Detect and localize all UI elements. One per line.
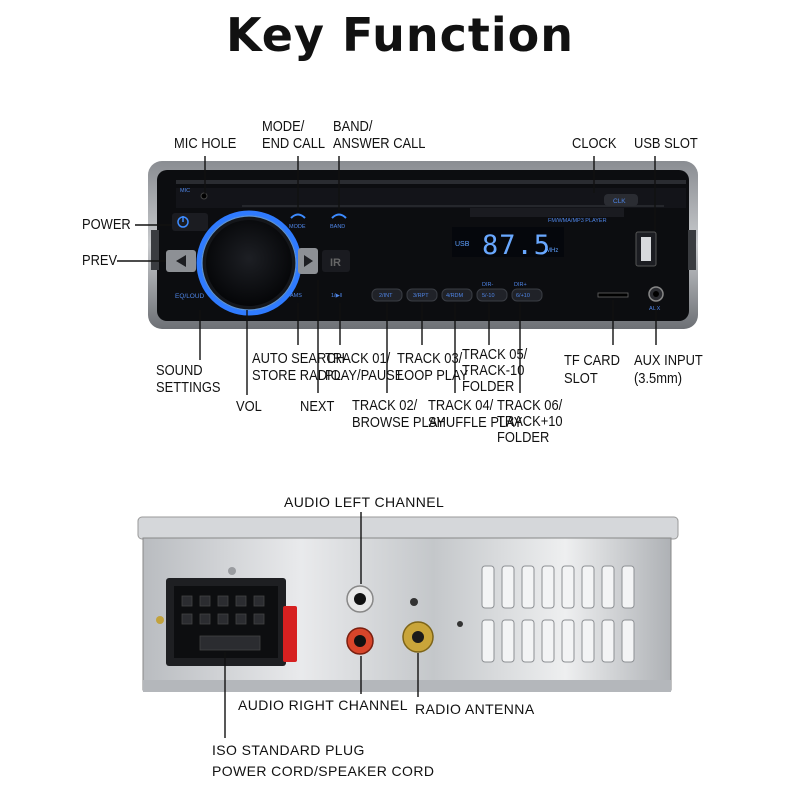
dir-plus-text: DIR+ [514, 282, 527, 288]
label-audio-right: AUDIO RIGHT CHANNEL [238, 697, 408, 713]
label-track05-line3: FOLDER [462, 378, 515, 395]
label-audio-left: AUDIO LEFT CHANNEL [284, 494, 445, 510]
next-button[interactable] [298, 248, 318, 274]
b5-text: 5/-10 [482, 293, 495, 299]
button-3-rpt[interactable]: 3/RPT [406, 288, 438, 302]
label-aux-line2: (3.5mm) [634, 370, 683, 387]
label-next: NEXT [300, 398, 335, 415]
band-text: BAND [330, 224, 345, 230]
display-unit: MHz [546, 248, 558, 254]
volume-knob[interactable] [196, 210, 302, 316]
label-auto-line2: STORE RADIO [252, 367, 341, 384]
head-unit-front: MIC IR MODE [148, 161, 698, 329]
mode-button[interactable]: MODE [289, 213, 306, 231]
label-track05-line1: TRACK 05/ [462, 346, 528, 363]
rear-leader-lines [224, 512, 419, 738]
play-pause-button[interactable]: 1/▶‖ [331, 293, 342, 299]
button-2-int[interactable]: 2/INT [371, 288, 403, 302]
label-track02-line1: TRACK 02/ [352, 397, 418, 414]
b4-text: 4/RDM [446, 293, 464, 299]
rear-top-edge [137, 516, 679, 540]
label-track01-line2: PLAY/PAUSE [325, 367, 404, 384]
label-clock: CLOCK [572, 135, 617, 152]
tf-card-slot[interactable] [597, 292, 629, 298]
label-tf-line2: SLOT [564, 370, 598, 387]
clk-text: CLK [613, 198, 626, 205]
label-track04-line1: TRACK 04/ [428, 397, 494, 414]
mode-icon [290, 213, 306, 219]
play-text: 1/▶‖ [331, 293, 342, 299]
label-track04-line2: SHUFFLE PLAY [428, 414, 523, 431]
label-track02-line2: BROWSE PLAY [352, 414, 445, 431]
label-track05-line2: TRACK-10 [462, 362, 525, 379]
label-track06-line3: FOLDER [497, 429, 550, 446]
button-5-minus10[interactable]: 5/-10 [476, 288, 508, 302]
band-icon [331, 213, 347, 219]
ams-text: AMS [290, 293, 302, 299]
band-button[interactable]: BAND [330, 213, 347, 231]
label-auto-line1: AUTO SEARCH [252, 350, 345, 367]
front-leader-lines [117, 156, 657, 395]
display-source: USB [455, 241, 470, 248]
page-title: Key Function [225, 8, 575, 62]
ams-button[interactable]: AMS [290, 293, 302, 299]
mic-text: MIC [180, 188, 190, 194]
b6-text: 6/+10 [516, 293, 530, 299]
display-screen: USB 87.5 MHz [452, 227, 564, 261]
label-aux-line1: AUX INPUT [634, 352, 703, 369]
label-power: POWER [82, 216, 131, 233]
vent-slots [481, 565, 635, 663]
iso-connector[interactable] [166, 578, 297, 666]
player-text: FM/WMA/MP3 PLAYER [548, 218, 607, 224]
label-band-line2: ANSWER CALL [333, 135, 426, 152]
next-icon [304, 255, 313, 267]
audio-right-jack[interactable] [346, 627, 374, 655]
label-band-line1: BAND/ [333, 118, 373, 135]
prev-icon [176, 255, 186, 267]
label-vol: VOL [236, 398, 262, 415]
button-6-plus10[interactable]: 6/+10 [511, 288, 543, 302]
label-mic-hole: MIC HOLE [174, 135, 237, 152]
mode-text: MODE [289, 224, 306, 230]
svg-text:IR: IR [330, 257, 341, 269]
b2-text: 2/INT [379, 293, 393, 299]
label-iso-line1: ISO STANDARD PLUG [212, 742, 365, 758]
label-sound-line1: SOUND [156, 362, 203, 379]
radio-antenna-socket[interactable] [402, 621, 434, 653]
label-usb-slot: USB SLOT [634, 135, 698, 152]
prev-button[interactable] [166, 250, 196, 272]
usb-slot[interactable] [635, 231, 657, 267]
audio-left-jack[interactable] [346, 585, 374, 613]
label-track01-line1: TRACK 01/ [325, 350, 391, 367]
label-radio-antenna: RADIO ANTENNA [415, 701, 535, 717]
label-sound-line2: SETTINGS [156, 379, 221, 396]
head-unit-rear [137, 516, 679, 692]
label-mode-line1: MODE/ [262, 118, 305, 135]
power-button[interactable] [172, 213, 208, 231]
clock-button[interactable]: CLK [604, 194, 638, 206]
aux-text: AUX [649, 306, 661, 312]
aux-input-jack[interactable] [648, 286, 664, 302]
fuse-icon [283, 606, 297, 662]
label-prev: PREV [82, 252, 118, 269]
label-iso-line2: POWER CORD/SPEAKER CORD [212, 763, 435, 779]
label-track06-line1: TRACK 06/ [497, 397, 563, 414]
label-tf-line1: TF CARD [564, 352, 620, 369]
b3-text: 3/RPT [413, 293, 429, 299]
display-frequency: 87.5 [482, 230, 551, 261]
label-track06-line2: TRACK+10 [497, 413, 563, 430]
eq-text: EQ/LOUD [175, 293, 205, 300]
label-track03-line1: TRACK 03/ [397, 350, 463, 367]
label-track03-line2: LOOP PLAY [397, 367, 469, 384]
label-mode-line2: END CALL [262, 135, 326, 152]
button-4-rdm[interactable]: 4/RDM [441, 288, 473, 302]
mic-hole [200, 192, 208, 200]
dir-minus-text: DIR- [482, 282, 493, 288]
